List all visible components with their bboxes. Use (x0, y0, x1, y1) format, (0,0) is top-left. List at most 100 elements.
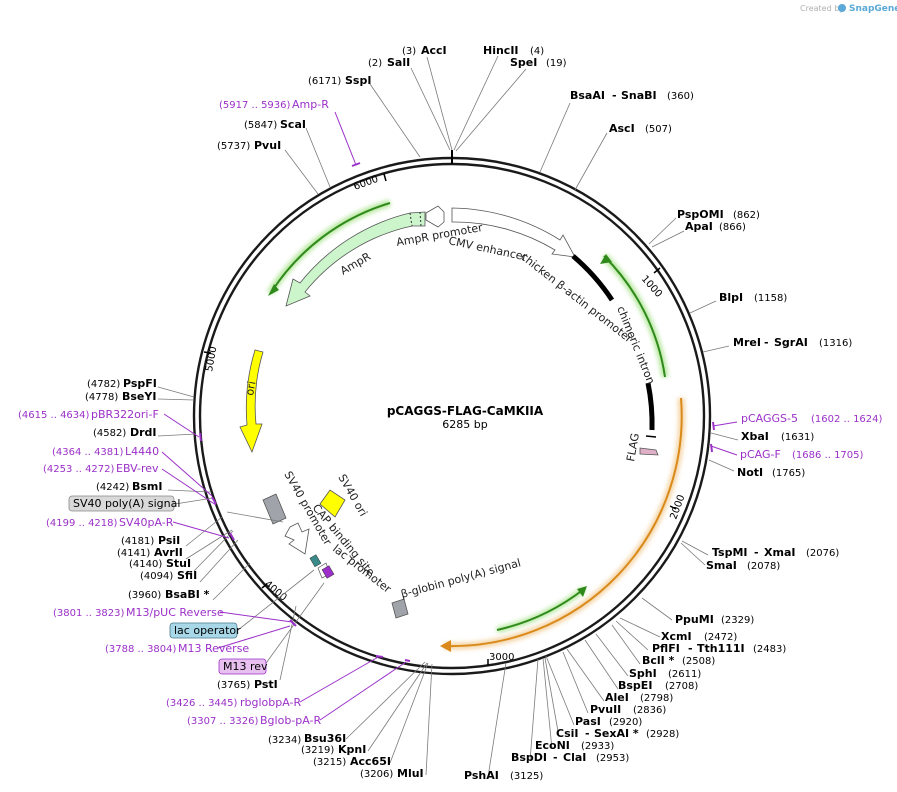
snapgene-logo-icon (838, 4, 846, 12)
sites-right: BsaAI - SnaBI (360) AscI (507) PspOMI (8… (464, 89, 852, 782)
site-apai[interactable]: ApaI (685, 220, 713, 233)
site-pspfi[interactable]: PspFI (123, 377, 157, 390)
site-sgrai[interactable]: SgrAI (774, 336, 808, 349)
primer-pcagf-range: (1686 .. 1705) (792, 450, 864, 461)
site-bspdi[interactable]: BspDI (511, 751, 547, 764)
lac-operator-box[interactable] (169, 622, 238, 639)
site-sspi[interactable]: SspI (345, 74, 371, 87)
site-sfii-pos: (4094) (140, 571, 173, 582)
site-alei-pos: (2798) (640, 693, 673, 704)
site-clai[interactable]: ClaI (563, 751, 586, 764)
site-smai[interactable]: SmaI (706, 559, 737, 572)
site-asci-pos: (507) (645, 124, 672, 135)
site-econi[interactable]: EcoNI (535, 739, 570, 752)
site-bcli[interactable]: BclI * (642, 654, 675, 667)
site-hincii[interactable]: HincII (483, 44, 519, 57)
site-ppumi[interactable]: PpuMI (675, 613, 714, 626)
site-pshai[interactable]: PshAI (464, 769, 499, 782)
site-tth111i[interactable]: Tth111I (697, 642, 745, 655)
primer-pcagf[interactable]: pCAG-F (740, 448, 781, 461)
primer-m13rev[interactable]: M13 Reverse (178, 642, 249, 655)
primer-m13puc[interactable]: M13/pUC Reverse (126, 606, 224, 619)
chimeric-intron-label: chimeric intron (614, 304, 657, 386)
site-kpni[interactable]: KpnI (338, 743, 366, 756)
site-sphi-pos: (2611) (668, 669, 701, 680)
site-psti[interactable]: PstI (254, 678, 278, 691)
site-sphi[interactable]: SphI (629, 667, 657, 680)
site-mlui[interactable]: MluI (397, 767, 424, 780)
tick-4000: 4000 (262, 579, 289, 604)
primer-ebvrev[interactable]: EBV-rev (116, 462, 159, 475)
site-pflfi[interactable]: PflFI (652, 642, 680, 655)
sites-left: (3) AccI HincII (4) (2) SalI SpeI (19) (… (85, 44, 567, 780)
m13-rev-box[interactable] (218, 658, 267, 675)
primer-bglob[interactable]: Bglob-pA-R (260, 714, 322, 727)
chicken-actin-label: chicken β-actin promoter (518, 250, 635, 345)
site-scai[interactable]: ScaI (280, 118, 306, 131)
sv40-ori-feature (319, 489, 346, 518)
ampr-outer-arc (271, 202, 391, 292)
primer-ampr[interactable]: Amp-R (292, 98, 329, 111)
site-acc65i[interactable]: Acc65I (350, 755, 391, 768)
primer-rbglob[interactable]: rbglobpA-R (240, 696, 301, 709)
site-tspmi[interactable]: TspMI (712, 546, 748, 559)
site-pvui[interactable]: PvuI (254, 139, 281, 152)
site-pshai-pos: (3125) (510, 771, 543, 782)
site-pspomi[interactable]: PspOMI (677, 208, 724, 221)
site-asci[interactable]: AscI (609, 122, 635, 135)
site-drdi[interactable]: DrdI (130, 426, 157, 439)
site-sfii[interactable]: SfiI (177, 569, 197, 582)
primer-pbr322[interactable]: pBR322ori-F (91, 408, 159, 421)
ori-label: ori (243, 380, 258, 396)
site-bseyi[interactable]: BseYI (122, 390, 156, 403)
site-bspei[interactable]: BspEI (618, 679, 652, 692)
site-pvuii[interactable]: PvuII (590, 703, 621, 716)
orange-arc (445, 397, 683, 648)
site-csii-pos: (2928) (646, 729, 679, 740)
site-mrei-pos: (1316) (819, 338, 852, 349)
site-pspomi-pos: (862) (733, 210, 760, 221)
site-bsaai[interactable]: BsaAI (570, 89, 605, 102)
tick-2000: 2000 (668, 493, 687, 521)
site-sali[interactable]: SalI (387, 56, 410, 69)
site-psii[interactable]: PsiI (158, 534, 180, 547)
site-bsabi-pos: (3960) (128, 590, 161, 601)
primers: (5917 .. 5936) Amp-R (4615 .. 4634) pBR3… (18, 98, 883, 727)
site-tspmi-pos: (2076) (806, 548, 839, 559)
site-bsmi[interactable]: BsmI (132, 480, 163, 493)
site-csii[interactable]: CsiI (556, 727, 578, 740)
site-pasi-pos: (2920) (609, 717, 642, 728)
sv40-polya-box[interactable] (68, 495, 175, 512)
site-sspi-pos: (6171) (308, 76, 341, 87)
site-xbai[interactable]: XbaI (741, 430, 769, 443)
primer-sv40pa[interactable]: SV40pA-R (119, 516, 174, 529)
site-snabi[interactable]: SnaBI (621, 89, 657, 102)
credit-app: SnapGene (849, 4, 897, 14)
site-stui[interactable]: StuI (166, 557, 191, 570)
site-bsu36i[interactable]: Bsu36I (304, 732, 346, 745)
chicken-actin-bar (571, 254, 615, 302)
site-sexai[interactable]: SexAI * (594, 727, 639, 740)
credit-text: Created by (800, 4, 844, 13)
site-xcmi[interactable]: XcmI (661, 630, 692, 643)
primer-l4440[interactable]: L4440 (125, 445, 159, 458)
ori-feature (239, 349, 264, 454)
site-acci-pos: (3) (402, 46, 416, 57)
cmv-feature (451, 207, 576, 258)
site-bsabi[interactable]: BsaBI * (165, 588, 210, 601)
site-xmai[interactable]: XmaI (764, 546, 795, 559)
site-acci[interactable]: AccI (421, 44, 447, 57)
site-pasi[interactable]: PasI (575, 715, 601, 728)
primer-pcaggs5[interactable]: pCAGGS-5 (741, 412, 798, 425)
site-kpni-pos: (3219) (301, 745, 334, 756)
flag-feature (639, 447, 659, 456)
site-avrii[interactable]: AvrII (154, 546, 183, 559)
site-spei[interactable]: SpeI (510, 56, 537, 69)
site-noti[interactable]: NotI (737, 466, 763, 479)
m13-rev-box-label: M13 rev (223, 660, 268, 673)
primer-pcaggs5-range: (1602 .. 1624) (811, 414, 883, 425)
site-alei[interactable]: AleI (605, 691, 629, 704)
site-mrei[interactable]: MreI (733, 336, 761, 349)
site-blpi[interactable]: BlpI (719, 291, 743, 304)
